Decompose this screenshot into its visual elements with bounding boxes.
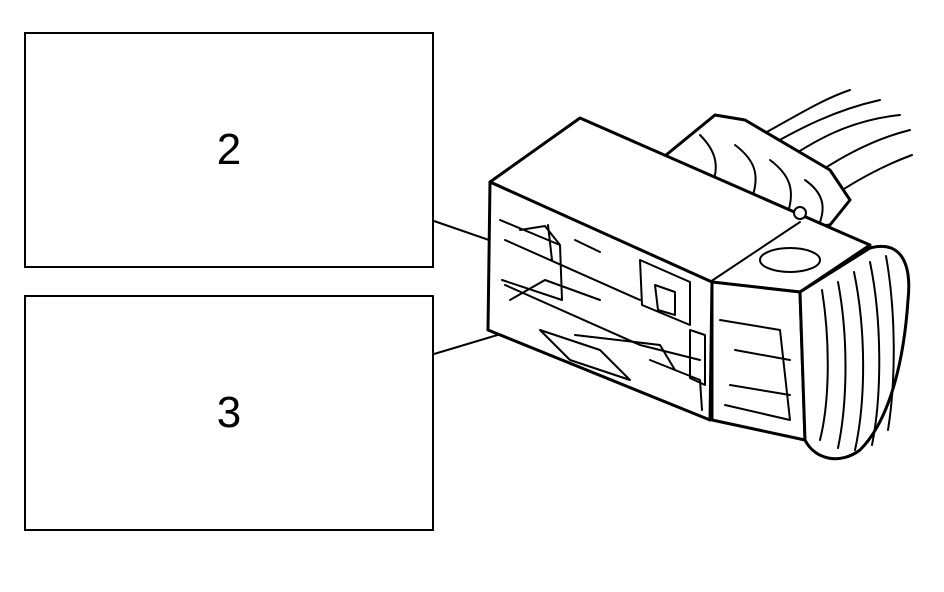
terminal-cavities bbox=[499, 219, 791, 421]
connector-latch bbox=[798, 244, 911, 461]
latch-ridges bbox=[819, 255, 895, 451]
callout-label-3: 3 bbox=[216, 388, 242, 437]
callout-box-2: 2 bbox=[24, 32, 434, 268]
connector-side-body bbox=[710, 280, 807, 442]
callout-box-3: 3 bbox=[24, 295, 434, 531]
callout-label-2: 2 bbox=[216, 125, 242, 174]
electrical-connector-icon bbox=[486, 89, 913, 461]
